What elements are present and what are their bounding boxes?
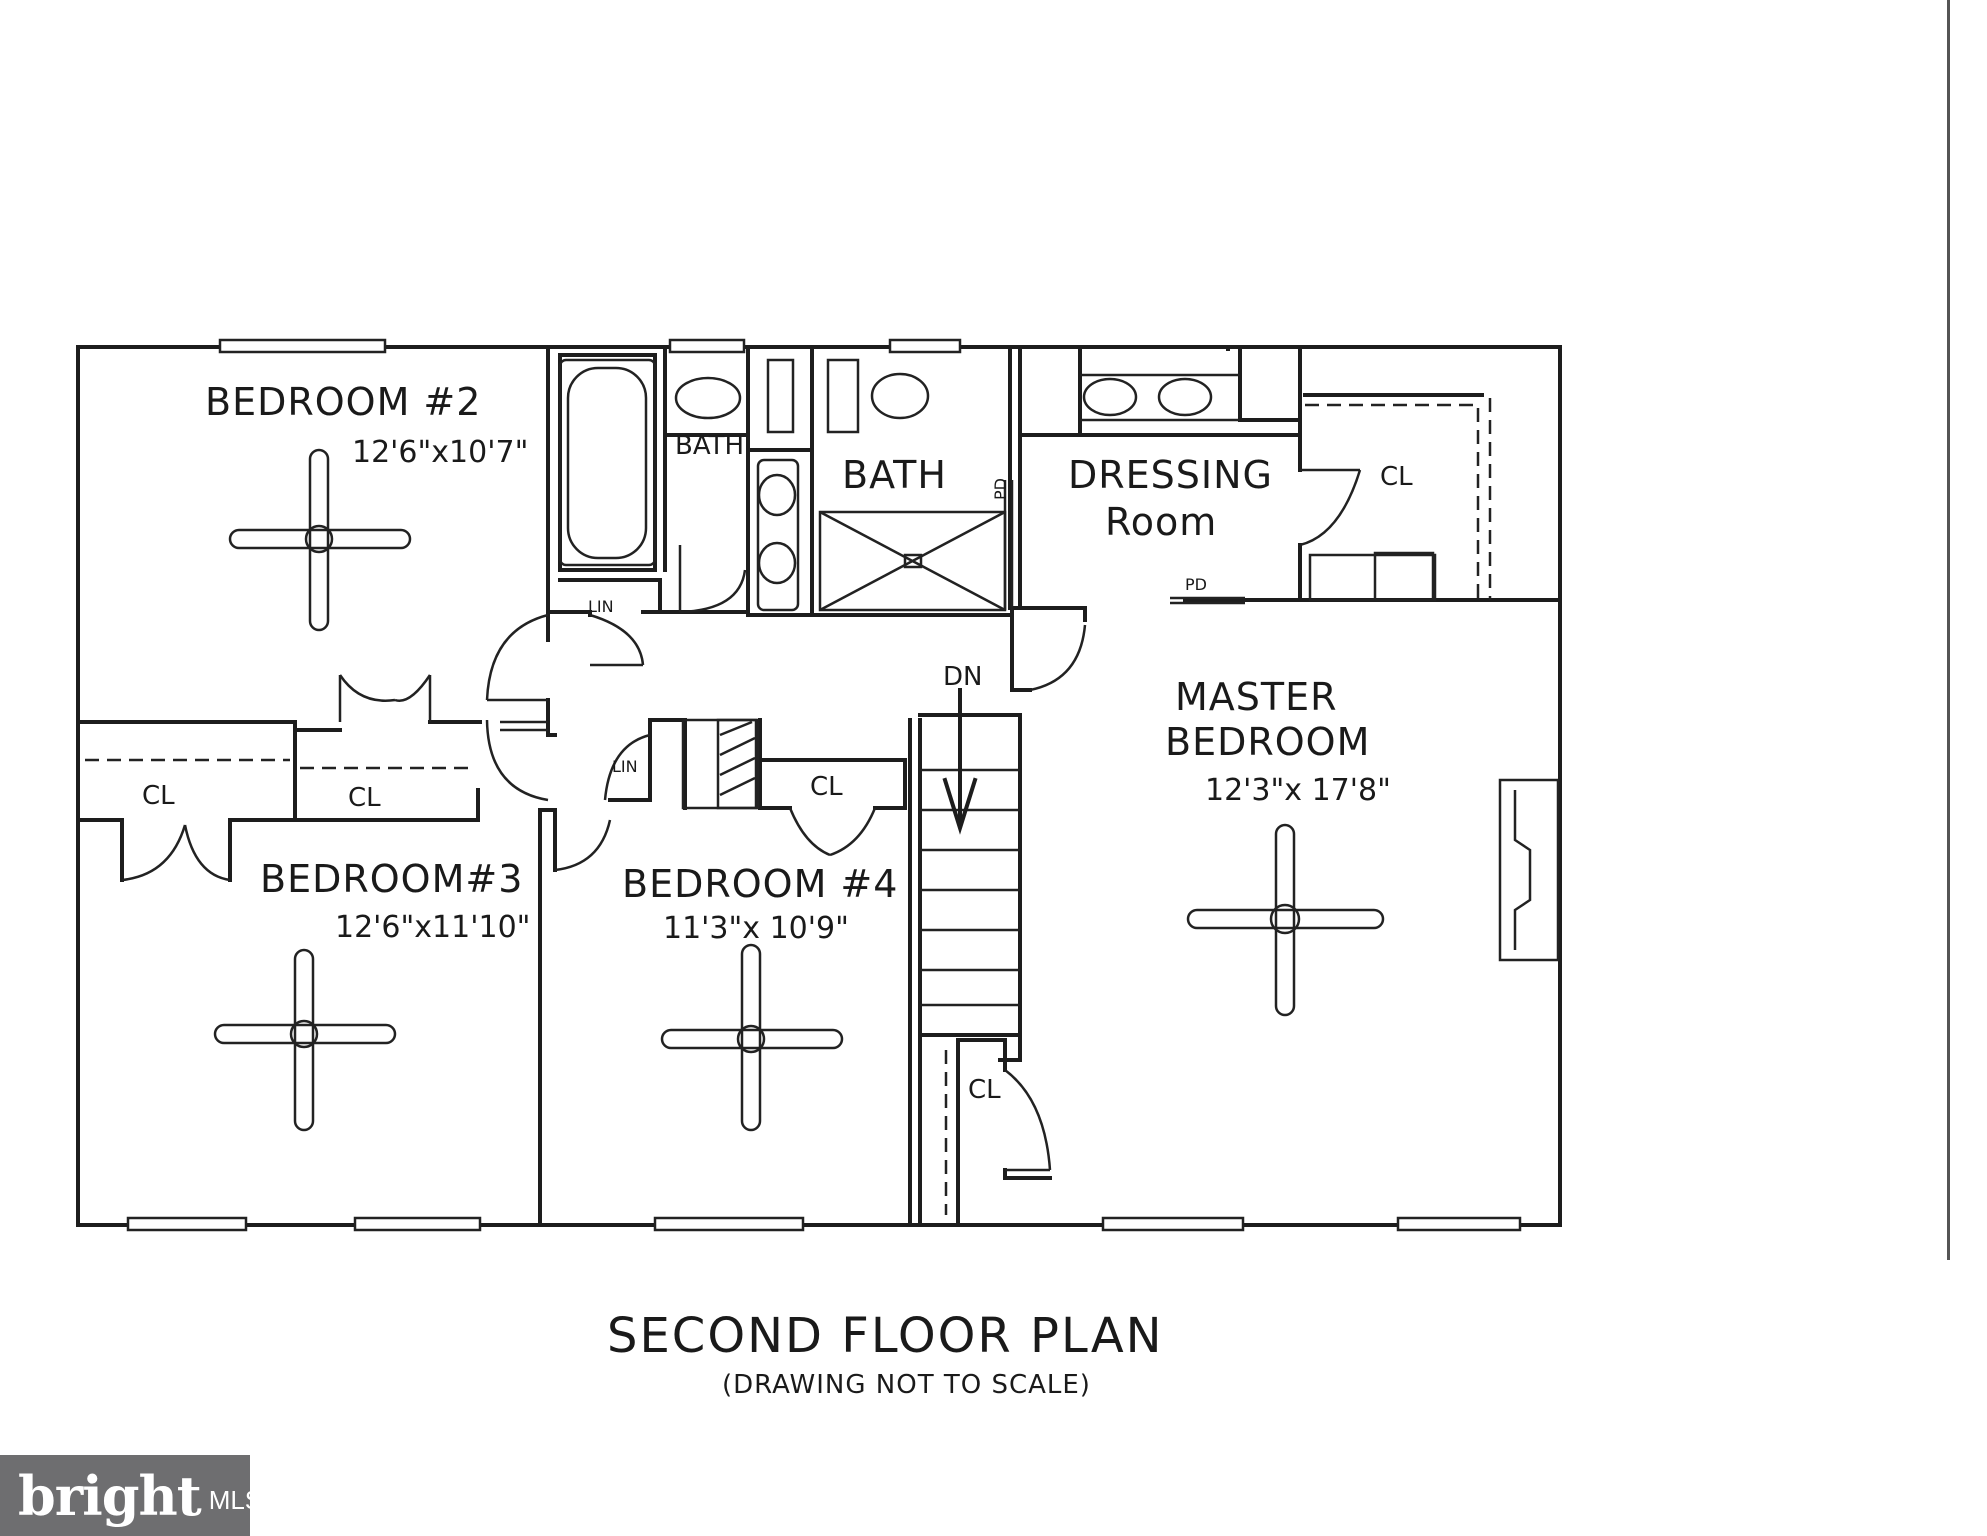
stairs bbox=[920, 688, 1020, 1007]
chimney bbox=[681, 718, 760, 810]
bedroom4-size: 11'3"x 10'9" bbox=[663, 911, 849, 946]
closet-label-bed4: CL bbox=[810, 772, 843, 802]
ceiling-fan-bedroom3 bbox=[213, 948, 397, 1132]
closet-label-bed3: CL bbox=[142, 781, 175, 811]
bath1-label: BATH bbox=[675, 431, 744, 461]
bath2-label: BATH bbox=[842, 453, 947, 497]
plan-title: SECOND FLOOR PLAN bbox=[607, 1308, 1164, 1364]
logo-brand: bright bbox=[18, 1463, 202, 1528]
exterior-walls bbox=[76, 345, 1562, 1227]
bedroom3-size: 12'6"x11'10" bbox=[335, 910, 530, 945]
linen-label-upper: LIN bbox=[588, 597, 614, 616]
plan-subtitle: (DRAWING NOT TO SCALE) bbox=[722, 1370, 1091, 1400]
closet-label-bed2: CL bbox=[348, 783, 381, 813]
door-swings bbox=[121, 468, 1362, 1172]
master-name-line1: MASTER bbox=[1175, 675, 1338, 719]
ceiling-fan-master bbox=[1186, 823, 1385, 1017]
bedroom4-name: BEDROOM #4 bbox=[622, 862, 898, 906]
stairs-down-label: DN bbox=[943, 662, 982, 692]
plan-caption: SECOND FLOOR PLAN (DRAWING NOT TO SCALE) bbox=[607, 1308, 1164, 1400]
bright-mls-logo: bright MLS bbox=[0, 1455, 262, 1536]
windows bbox=[126, 338, 1522, 1232]
closet-label-dressing: CL bbox=[1380, 462, 1413, 492]
fireplace bbox=[1498, 778, 1560, 962]
ceiling-fan-bedroom2 bbox=[228, 448, 412, 632]
page-edge-line bbox=[1947, 0, 1950, 1260]
master-size: 12'3"x 17'8" bbox=[1205, 773, 1391, 808]
master-name-line2: BEDROOM bbox=[1165, 720, 1370, 764]
linen-label-lower: LIN bbox=[612, 757, 638, 776]
closet-labels: CL CL CL CL CL LIN LIN bbox=[142, 462, 1413, 1105]
closet-label-stair: CL bbox=[968, 1075, 1001, 1105]
interior-walls bbox=[78, 347, 1562, 1224]
dressing-name-line2: Room bbox=[1105, 500, 1217, 544]
ceiling-fan-bedroom4 bbox=[660, 943, 844, 1132]
marker-labels: DN PD PD bbox=[943, 478, 1207, 692]
bedroom2-name: BEDROOM #2 bbox=[205, 380, 481, 424]
room-labels: BEDROOM #2 12'6"x10'7" BEDROOM#3 12'6"x1… bbox=[205, 380, 1391, 946]
bedroom2-size: 12'6"x10'7" bbox=[352, 435, 528, 470]
pocket-door-dressing-label: PD bbox=[1185, 575, 1207, 594]
pocket-door-bath-label: PD bbox=[991, 478, 1010, 500]
logo-suffix: MLS bbox=[208, 1485, 263, 1515]
bath-fixtures bbox=[558, 358, 1240, 612]
dressing-name-line1: DRESSING bbox=[1068, 453, 1273, 497]
bedroom3-name: BEDROOM#3 bbox=[260, 857, 523, 901]
